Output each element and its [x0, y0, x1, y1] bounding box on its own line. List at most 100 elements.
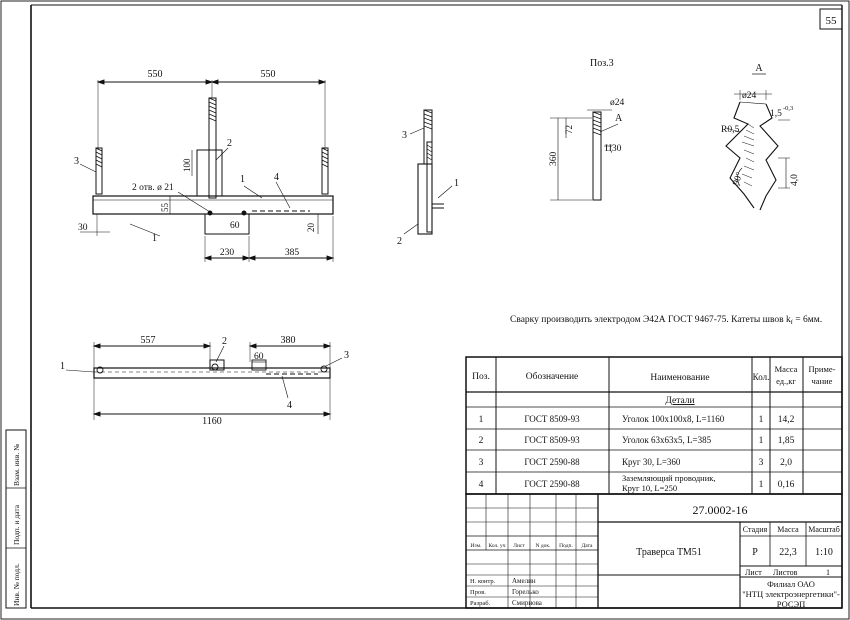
side-callout-3: 3	[402, 130, 407, 141]
stage-value: Р	[752, 547, 758, 558]
main-view	[79, 79, 335, 262]
callout-3: 3	[74, 156, 79, 167]
rev-header-doc: N док.	[536, 543, 552, 549]
spec-row1-designation: ГОСТ 8509-93	[524, 414, 580, 424]
spec-header-qty: Кол.	[753, 372, 770, 382]
pos3-view	[550, 109, 619, 201]
detail-a-radius: R0,5	[721, 125, 739, 135]
org-line-1: Филиал ОАО	[767, 579, 815, 589]
spec-row4-name-line2: Круг 10, L=250	[622, 483, 677, 493]
spec-row2-qty: 1	[759, 436, 764, 446]
callout-1-bottom: 1	[152, 233, 157, 244]
plan-view	[65, 342, 343, 420]
plan-callout-1: 1	[60, 361, 65, 372]
drawing-title: Траверса ТМ51	[636, 547, 702, 558]
spec-row2-designation: ГОСТ 8509-93	[524, 435, 580, 445]
plan-view-labels: 557 380 60 1160 1 2 3 4	[60, 335, 349, 427]
rev-header-sheet: Лист	[513, 543, 525, 549]
scale-label: Масштаб	[808, 525, 840, 534]
detail-a-tolerance: -0,3	[783, 105, 793, 112]
org-line-3: РОСЭП	[777, 599, 806, 609]
sheets-value: 1	[826, 568, 830, 577]
side-callout-2: 2	[397, 236, 402, 247]
page-number: 55	[826, 15, 838, 27]
spec-header-designation: Обозначение	[526, 371, 579, 382]
signer-role-3: Разраб.	[470, 600, 491, 607]
stage-label: Стадия	[743, 525, 768, 534]
callout-4: 4	[274, 172, 279, 183]
spec-header-mass-l2: ед.,кг	[776, 376, 796, 386]
side-stamp: Инв. № подл. Подп. и дата Взам. инв. №	[5, 429, 27, 609]
sheet-label: Лист	[745, 568, 762, 577]
plan-callout-3: 3	[344, 350, 349, 361]
org-line-2: "НТЦ электроэнергетики"-	[742, 589, 840, 599]
spec-row3-mass: 2,0	[780, 458, 792, 468]
dim-230: 230	[220, 248, 235, 258]
spec-table	[465, 356, 843, 495]
spec-row4-qty: 1	[759, 480, 764, 490]
spec-header-note-l2: чание	[812, 376, 833, 386]
detail-a-labels: А ø24 1,5 -0,3 R0,5 90° 4,0	[721, 63, 800, 187]
dim-20: 20	[306, 223, 316, 233]
mass-label: Масса	[777, 525, 799, 534]
side-view-labels: 3 1 2	[397, 130, 459, 247]
spec-row2-mass: 1,85	[778, 436, 795, 446]
scale-value: 1:10	[815, 547, 833, 558]
plan-dim-557: 557	[141, 335, 156, 346]
detail-a-angle: 90°	[730, 171, 745, 187]
spec-row3-designation: ГОСТ 2590-88	[524, 457, 580, 467]
plan-dim-380: 380	[281, 335, 296, 346]
detail-a-dim-diameter: ø24	[742, 91, 757, 101]
spec-row2-pos: 2	[479, 436, 484, 446]
rev-header-change: Изм.	[471, 543, 483, 549]
spec-section-title: Детали	[665, 396, 694, 406]
dim-385: 385	[285, 248, 300, 258]
signer-name-2: Горелько	[512, 588, 539, 596]
welding-note: Сварку производить электродом Э42А ГОСТ …	[510, 315, 822, 326]
spec-row4-mass: 0,16	[778, 480, 795, 490]
detail-a-title: А	[755, 63, 763, 74]
main-view-labels: 550 550 2 отв. ø 21 55 100 30 60 230 385…	[74, 69, 316, 258]
dim-550-left: 550	[148, 69, 163, 80]
dim-100: 100	[182, 158, 192, 172]
pos3-title: Поз.3	[590, 58, 614, 69]
stamp-inv-no: Инв. № подл.	[12, 563, 21, 606]
signer-name-1: Амелин	[512, 577, 536, 585]
plan-callout-4: 4	[287, 400, 292, 411]
signer-role-1: Н. контр.	[470, 578, 496, 585]
spec-row3-name: Круг 30, L=360	[622, 457, 681, 467]
pos3-dim-72: 72	[564, 125, 574, 134]
welding-note-text: Сварку производить электродом Э42А ГОСТ …	[510, 315, 791, 325]
spec-row1-mass: 14,2	[778, 415, 795, 425]
rev-header-count: Кол. уч	[488, 543, 505, 549]
spec-row3-pos: 3	[479, 458, 484, 468]
pos3-dim-360: 360	[549, 152, 559, 167]
page-number-box: 55	[819, 8, 843, 30]
side-view	[403, 109, 453, 235]
welding-note-end: = 6мм.	[793, 315, 822, 325]
spec-row4-designation: ГОСТ 2590-88	[524, 479, 580, 489]
stamp-sign-date: Подп. и дата	[12, 504, 21, 545]
dim-550-right: 550	[261, 69, 276, 80]
spec-header-name: Наименование	[650, 373, 709, 383]
pos3-dim-diameter: ø24	[610, 98, 625, 108]
spec-row1-pos: 1	[479, 415, 484, 425]
title-block	[465, 493, 843, 609]
detail-a-dim-4: 4,0	[790, 174, 800, 186]
callout-1-top: 1	[240, 174, 245, 185]
mass-value: 22,3	[779, 547, 797, 558]
dim-55: 55	[160, 203, 170, 213]
welding-note-subscript: f	[791, 319, 794, 326]
spec-header-pos: Поз.	[472, 372, 490, 382]
pos3-mark-c30: Ц30	[605, 144, 622, 154]
detail-a-view	[725, 73, 790, 211]
detail-a-dim-1-5: 1,5	[770, 109, 782, 119]
plan-dim-1160: 1160	[202, 416, 222, 427]
doc-number: 27.0002-16	[693, 503, 748, 517]
dim-30: 30	[78, 223, 88, 233]
spec-header-mass-l1: Масса	[775, 364, 798, 374]
spec-row1-name: Уголок 100х100х8, L=1160	[622, 414, 725, 424]
stamp-replace-inv: Взам. инв. №	[12, 444, 21, 486]
